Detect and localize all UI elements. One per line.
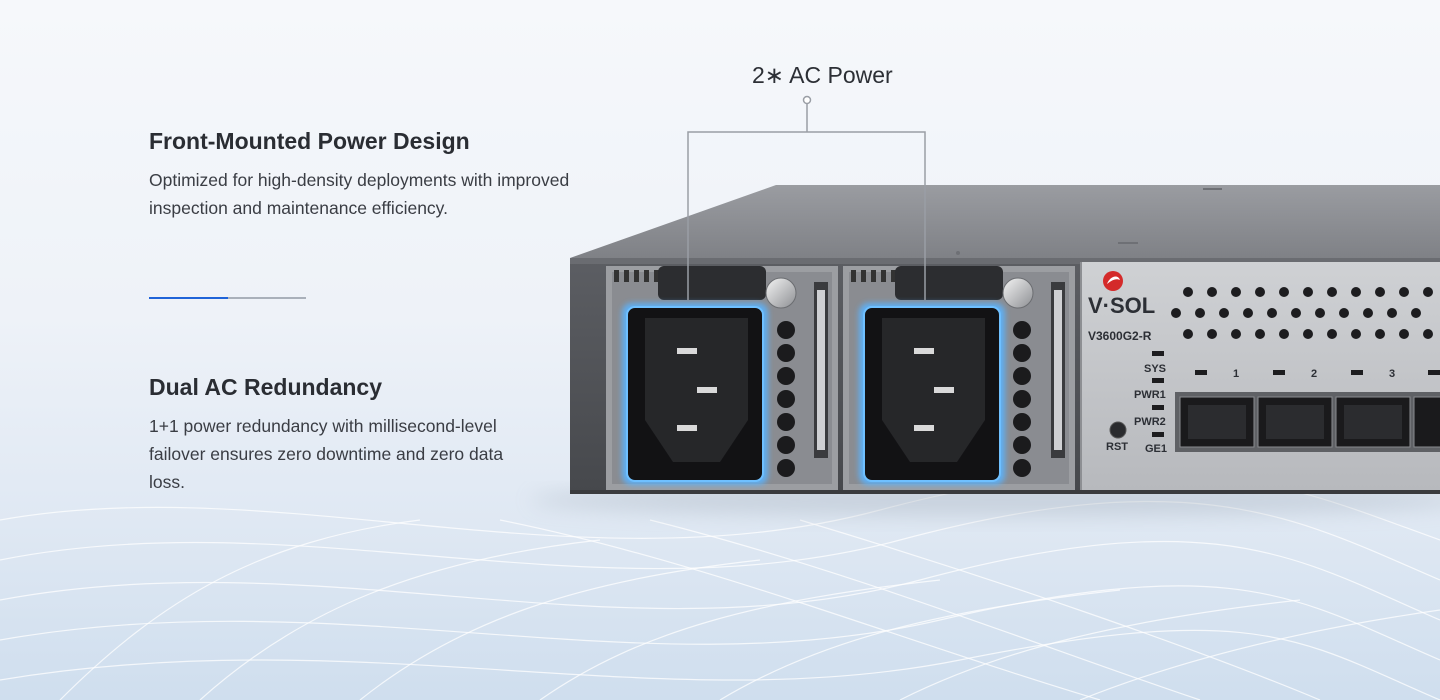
vent-holes [1171, 287, 1433, 339]
reset-label: RST [1106, 441, 1128, 453]
brand-name: V·SOL [1088, 293, 1155, 318]
led-label-pwr1: PWR1 [1134, 389, 1166, 401]
led-pwr1-indicator [1152, 378, 1164, 383]
callout-bracket [687, 95, 926, 300]
port-number-3: 3 [1389, 368, 1395, 380]
led-ge1-indicator [1152, 432, 1164, 437]
feature-description-dual-ac: 1+1 power redundancy with millisecond-le… [149, 416, 504, 492]
carousel-progress-fill [149, 297, 228, 299]
led-label-ge1: GE1 [1145, 443, 1167, 455]
psu-module-2 [843, 266, 1075, 490]
feature-title-dual-ac: Dual AC Redundancy [149, 374, 383, 400]
feature-description-front-mounted: Optimized for high-density deployments w… [149, 170, 570, 218]
feature-title-front-mounted: Front-Mounted Power Design [149, 128, 470, 154]
sfp-port-1 [1179, 396, 1255, 448]
model-name: V3600G2-R [1088, 329, 1152, 343]
callout-label-ac-power: 2∗ AC Power [752, 62, 893, 88]
carousel-progress-track[interactable] [149, 297, 306, 299]
sfp-port-2 [1257, 396, 1333, 448]
chassis-top [570, 185, 1440, 258]
led-sys-indicator [1152, 351, 1164, 356]
front-control-panel: V·SOL V3600G2-R SYS PWR1 PWR2 GE1 RST [1080, 262, 1440, 490]
brand-logo [1103, 271, 1123, 291]
psu-module-1 [606, 266, 838, 490]
led-pwr2-indicator [1152, 405, 1164, 410]
led-label-sys: SYS [1144, 363, 1166, 375]
reset-button[interactable] [1109, 421, 1127, 439]
sfp-port-3 [1335, 396, 1411, 448]
port-number-2: 2 [1311, 368, 1317, 380]
led-label-pwr2: PWR2 [1134, 416, 1166, 428]
port-number-1: 1 [1233, 368, 1239, 380]
